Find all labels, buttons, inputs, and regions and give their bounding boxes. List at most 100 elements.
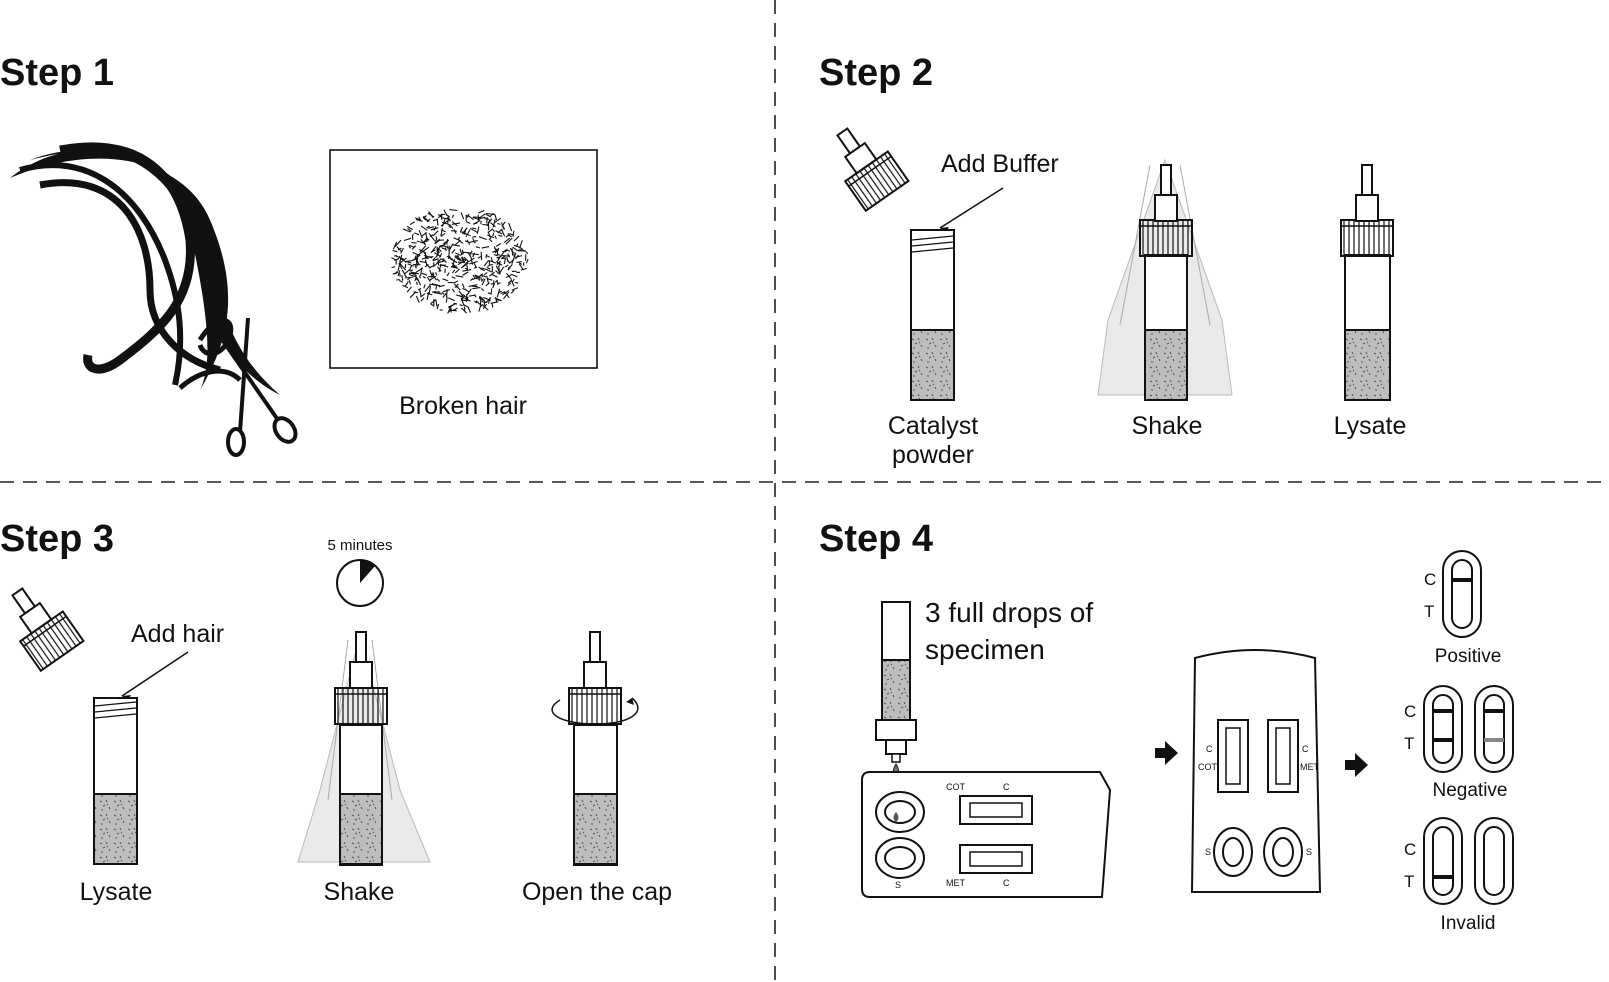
hair-fragment bbox=[518, 240, 523, 249]
hair-fragment bbox=[496, 257, 501, 263]
hair-fragment bbox=[496, 261, 503, 266]
hair-fragment bbox=[394, 239, 402, 248]
hair-fragment bbox=[481, 278, 486, 286]
step-2-title: Step 2 bbox=[819, 52, 934, 94]
hair-fragment bbox=[490, 256, 494, 263]
hair-fragment bbox=[487, 231, 492, 240]
arrow-right-icon bbox=[1345, 753, 1368, 777]
hair-fragment bbox=[402, 284, 409, 289]
shake-tube-step2 bbox=[1097, 158, 1233, 401]
rotate-arrow-icon bbox=[551, 697, 639, 725]
hair-fragment bbox=[436, 218, 439, 226]
hair-fragment bbox=[399, 279, 404, 283]
cassette-c-mark: C bbox=[1003, 878, 1010, 888]
hair-fragment bbox=[392, 249, 398, 253]
invalid-label: Invalid bbox=[1440, 913, 1496, 934]
hair-fragment bbox=[505, 234, 510, 238]
hair-fragment bbox=[423, 217, 427, 222]
result-negative-strip-2 bbox=[1474, 685, 1514, 773]
hair-fragment bbox=[485, 253, 488, 259]
hair-fragment bbox=[486, 266, 491, 270]
hair-fragment bbox=[422, 246, 430, 252]
hair-fragment bbox=[480, 278, 484, 282]
hair-fragment bbox=[426, 225, 430, 229]
hair-fragment bbox=[513, 244, 519, 248]
hair-fragment bbox=[421, 240, 429, 244]
hair-fragment bbox=[498, 290, 503, 293]
hair-fragment bbox=[416, 250, 425, 257]
hair-fragment bbox=[406, 261, 412, 264]
hair-fragment bbox=[496, 280, 499, 286]
hair-fragment bbox=[478, 266, 482, 270]
hair-fragment bbox=[437, 290, 441, 293]
hair-fragment bbox=[451, 276, 456, 279]
hair-fragment bbox=[398, 262, 403, 270]
hair-fragment bbox=[437, 215, 443, 219]
hair-fragment bbox=[416, 240, 426, 245]
hair-fragment bbox=[449, 209, 458, 212]
hair-fragment bbox=[510, 280, 515, 287]
timer-icon bbox=[336, 559, 384, 607]
negative-t-mark: T bbox=[1404, 734, 1415, 753]
hair-fragment bbox=[442, 278, 449, 282]
hair-fragment bbox=[494, 217, 502, 224]
hair-fragment bbox=[435, 236, 438, 243]
hair-fragment bbox=[438, 284, 445, 288]
hair-fragment bbox=[435, 300, 438, 307]
hair-fragment bbox=[472, 252, 476, 258]
invalid-c-mark: C bbox=[1404, 840, 1417, 859]
hair-fragment bbox=[485, 268, 492, 273]
hair-fragment bbox=[458, 290, 464, 297]
hair-fragment bbox=[414, 277, 419, 281]
hair-fragment bbox=[399, 257, 407, 264]
hair-fragment bbox=[497, 228, 503, 234]
buffer-bottle-icon bbox=[836, 127, 910, 212]
hair-fragment bbox=[475, 300, 483, 307]
hair-fragment bbox=[506, 272, 513, 281]
catalyst-label-line2: powder bbox=[892, 441, 974, 469]
hair-fragment bbox=[436, 303, 440, 310]
arrow-right-icon bbox=[1155, 741, 1178, 765]
hair-fragment bbox=[399, 273, 401, 277]
hair-fragment bbox=[501, 257, 508, 260]
hair-fragment bbox=[496, 254, 501, 256]
hair-fragment bbox=[413, 291, 418, 294]
hair-fragment bbox=[439, 258, 446, 262]
hair-fragment bbox=[457, 238, 464, 244]
hair-fragment bbox=[421, 231, 427, 237]
hair-fragment bbox=[499, 266, 505, 273]
hair-fragment bbox=[487, 292, 492, 295]
hair-fragment bbox=[399, 263, 407, 271]
hair-fragment bbox=[511, 287, 519, 291]
hair-fragment bbox=[511, 278, 515, 283]
hair-fragment bbox=[455, 252, 461, 256]
hair-fragment bbox=[460, 262, 469, 269]
hair-fragment bbox=[453, 280, 459, 284]
hair-fragment bbox=[462, 269, 472, 272]
hair-bottle-icon bbox=[11, 587, 85, 672]
hair-fragment bbox=[411, 233, 414, 238]
hair-fragment bbox=[458, 295, 463, 298]
hair-fragment bbox=[515, 254, 519, 260]
hair-fragment bbox=[396, 246, 402, 252]
hair-fragment bbox=[418, 275, 422, 279]
hair-fragment bbox=[466, 288, 472, 296]
hair-fragment bbox=[434, 259, 441, 266]
hair-fragment bbox=[432, 258, 438, 262]
hair-fragment bbox=[441, 247, 447, 251]
hair-fragment bbox=[426, 276, 431, 282]
lysate-tube-step3 bbox=[93, 697, 138, 865]
hair-fragment bbox=[491, 303, 494, 308]
cassette-met-mark: MET bbox=[1300, 762, 1319, 772]
hair-fragment bbox=[510, 273, 518, 278]
hair-fragment bbox=[478, 296, 484, 302]
hair-fragment bbox=[465, 229, 471, 238]
hair-fragment bbox=[415, 218, 423, 222]
hair-fragment bbox=[466, 264, 469, 271]
hair-fragment bbox=[392, 241, 398, 250]
hair-fragment bbox=[445, 296, 448, 303]
hair-fragment bbox=[415, 267, 424, 274]
hair-fragment bbox=[459, 226, 464, 233]
scissors-icon bbox=[210, 317, 298, 457]
hair-fragment bbox=[481, 246, 490, 249]
